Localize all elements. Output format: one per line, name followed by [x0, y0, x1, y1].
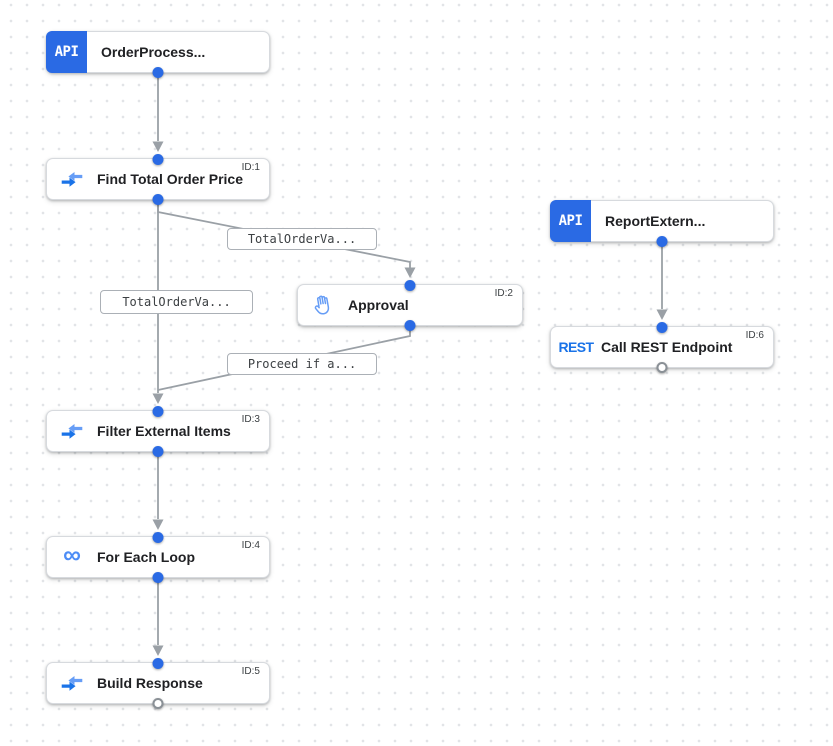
task-icon-box: REST: [557, 327, 595, 367]
data-mapping-icon: [61, 423, 83, 439]
task-build-response[interactable]: Build Response ID:5: [46, 657, 270, 709]
task-filter-external-items[interactable]: Filter External Items ID:3: [46, 405, 270, 457]
task-for-each-loop[interactable]: ∞ For Each Loop ID:4: [46, 531, 270, 583]
data-mapping-icon: [61, 675, 83, 691]
hand-icon: [314, 295, 330, 315]
node-title: ReportExtern...: [605, 213, 706, 229]
node-id-label: ID:5: [241, 666, 260, 677]
connection-port-bottom[interactable]: [656, 235, 668, 247]
connection-port-top[interactable]: [152, 405, 164, 417]
task-icon-box: [53, 663, 91, 703]
data-mapping-icon: [61, 171, 83, 187]
edge-arrowhead-icon: [152, 393, 164, 404]
edge-label-proceed-if[interactable]: Proceed if a...: [227, 353, 377, 375]
connection-port-top[interactable]: [404, 279, 416, 291]
node-title: Find Total Order Price: [97, 171, 243, 187]
connection-port-bottom[interactable]: [404, 319, 416, 331]
node-title: Call REST Endpoint: [601, 339, 733, 355]
trigger-order-process[interactable]: API OrderProcess...: [46, 31, 270, 78]
task-icon-box: [53, 159, 91, 199]
connection-port-top[interactable]: [152, 531, 164, 543]
api-badge-icon: API: [550, 200, 591, 242]
edge-arrowhead-icon: [152, 519, 164, 530]
task-icon-box: [53, 411, 91, 451]
edge-label-totalorderva-lower[interactable]: TotalOrderVa...: [100, 290, 253, 314]
connection-port-top[interactable]: [152, 657, 164, 669]
connection-port-bottom[interactable]: [152, 445, 164, 457]
connection-port-top[interactable]: [152, 153, 164, 165]
edge-arrowhead-icon: [656, 309, 668, 320]
node-title: OrderProcess...: [101, 44, 206, 60]
task-icon-box: ∞: [53, 537, 91, 577]
node-id-label: ID:3: [241, 414, 260, 425]
trigger-report-external[interactable]: API ReportExtern...: [550, 200, 774, 247]
infinity-icon: ∞: [63, 541, 81, 569]
connection-port-bottom[interactable]: [656, 361, 668, 373]
api-badge-icon: API: [46, 31, 87, 73]
rest-icon: REST: [558, 339, 595, 355]
node-title: Filter External Items: [97, 423, 231, 439]
node-id-label: ID:1: [241, 162, 260, 173]
edge-arrowhead-icon: [152, 645, 164, 656]
edge-arrowhead-icon: [152, 141, 164, 152]
node-id-label: ID:6: [745, 330, 764, 341]
connection-port-bottom[interactable]: [152, 66, 164, 78]
connection-port-bottom[interactable]: [152, 697, 164, 709]
node-title: For Each Loop: [97, 549, 195, 565]
task-approval[interactable]: Approval ID:2: [297, 279, 523, 331]
task-icon-box: [304, 285, 342, 325]
node-id-label: ID:4: [241, 540, 260, 551]
task-call-rest-endpoint[interactable]: REST Call REST Endpoint ID:6: [550, 321, 774, 373]
edge-arrowhead-icon: [404, 267, 416, 278]
connection-port-top[interactable]: [656, 321, 668, 333]
node-title: Build Response: [97, 675, 203, 691]
connection-port-bottom[interactable]: [152, 571, 164, 583]
node-title: Approval: [348, 297, 409, 313]
connection-port-bottom[interactable]: [152, 193, 164, 205]
node-id-label: ID:2: [494, 288, 513, 299]
edge-label-totalorderva-upper[interactable]: TotalOrderVa...: [227, 228, 377, 250]
